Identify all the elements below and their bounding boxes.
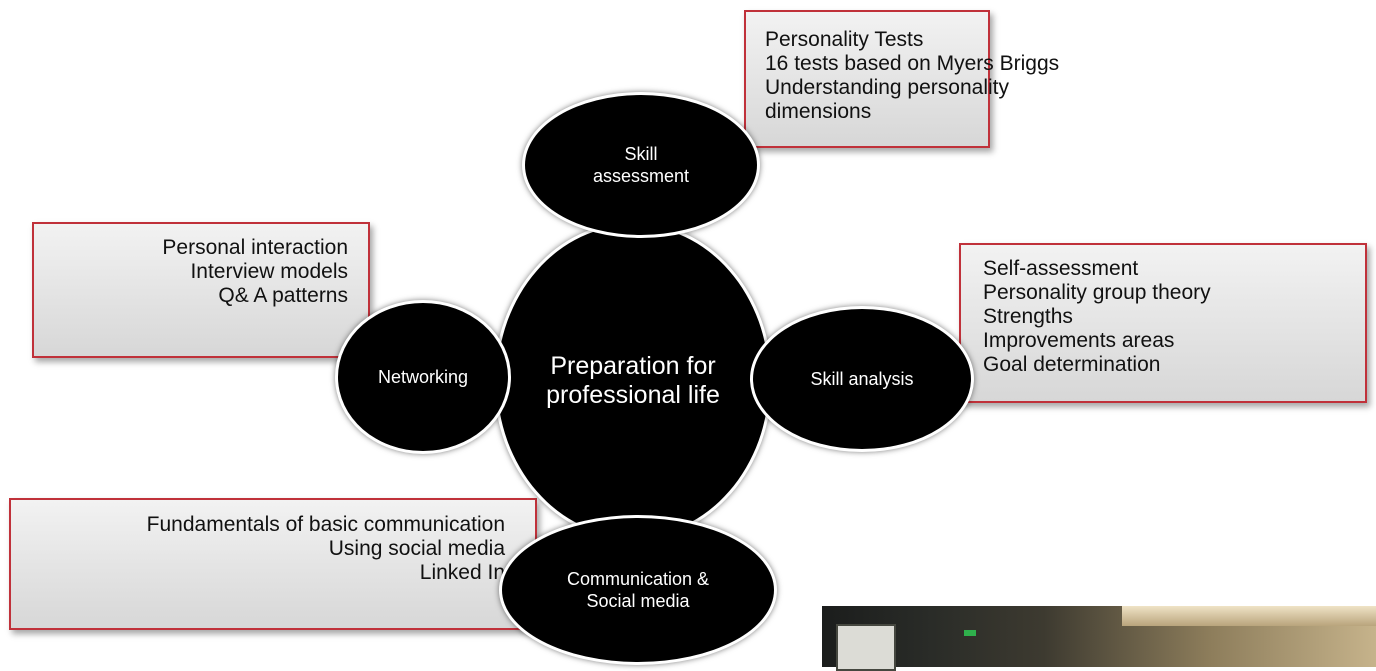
monitor-shape [836,624,896,671]
networking-node: Networking [335,300,511,454]
center-label-line2: professional life [546,381,720,409]
node-label-line1: Communication & [566,569,710,589]
box-line: Understanding personality [765,76,1009,99]
ceiling-light [1122,606,1376,626]
box-line: Personality Tests [765,28,924,51]
node-label: Networking [377,367,469,387]
node-label-line2: assessment [592,166,690,186]
box-line: Fundamentals of basic communication [146,513,505,536]
communication-node: Communication & Social media [499,515,777,665]
skill-analysis-box: Self-assessment Personality group theory… [959,243,1367,403]
box-line: Goal determination [983,353,1161,376]
box-line: Using social media [328,537,505,560]
box-line: Self-assessment [983,257,1139,280]
exit-sign [964,630,976,636]
skill-analysis-node: Skill analysis [750,306,974,452]
box-line: Interview models [190,260,348,283]
box-line: 16 tests based on Myers Briggs [765,52,1060,75]
center-node: Preparation for professional life [494,222,772,540]
box-line: Personality group theory [983,281,1211,304]
personality-tests-box: Personality Tests 16 tests based on Myer… [744,10,1060,148]
box-line: Personal interaction [162,236,348,259]
office-photo [822,606,1376,671]
box-line: Q& A patterns [218,284,348,307]
box-line: Strengths [983,305,1073,328]
box-line: dimensions [765,100,872,123]
skill-assessment-node: Skill assessment [522,92,760,238]
networking-box: Personal interaction Interview models Q&… [32,222,370,358]
node-label-line2: Social media [586,591,690,611]
box-line: Improvements areas [983,329,1175,352]
center-label-line1: Preparation for [550,352,716,380]
box-line: Linked In [419,561,505,584]
node-label: Skill analysis [810,369,914,389]
communication-box: Fundamentals of basic communication Usin… [9,498,537,630]
node-label-line1: Skill [624,144,658,164]
